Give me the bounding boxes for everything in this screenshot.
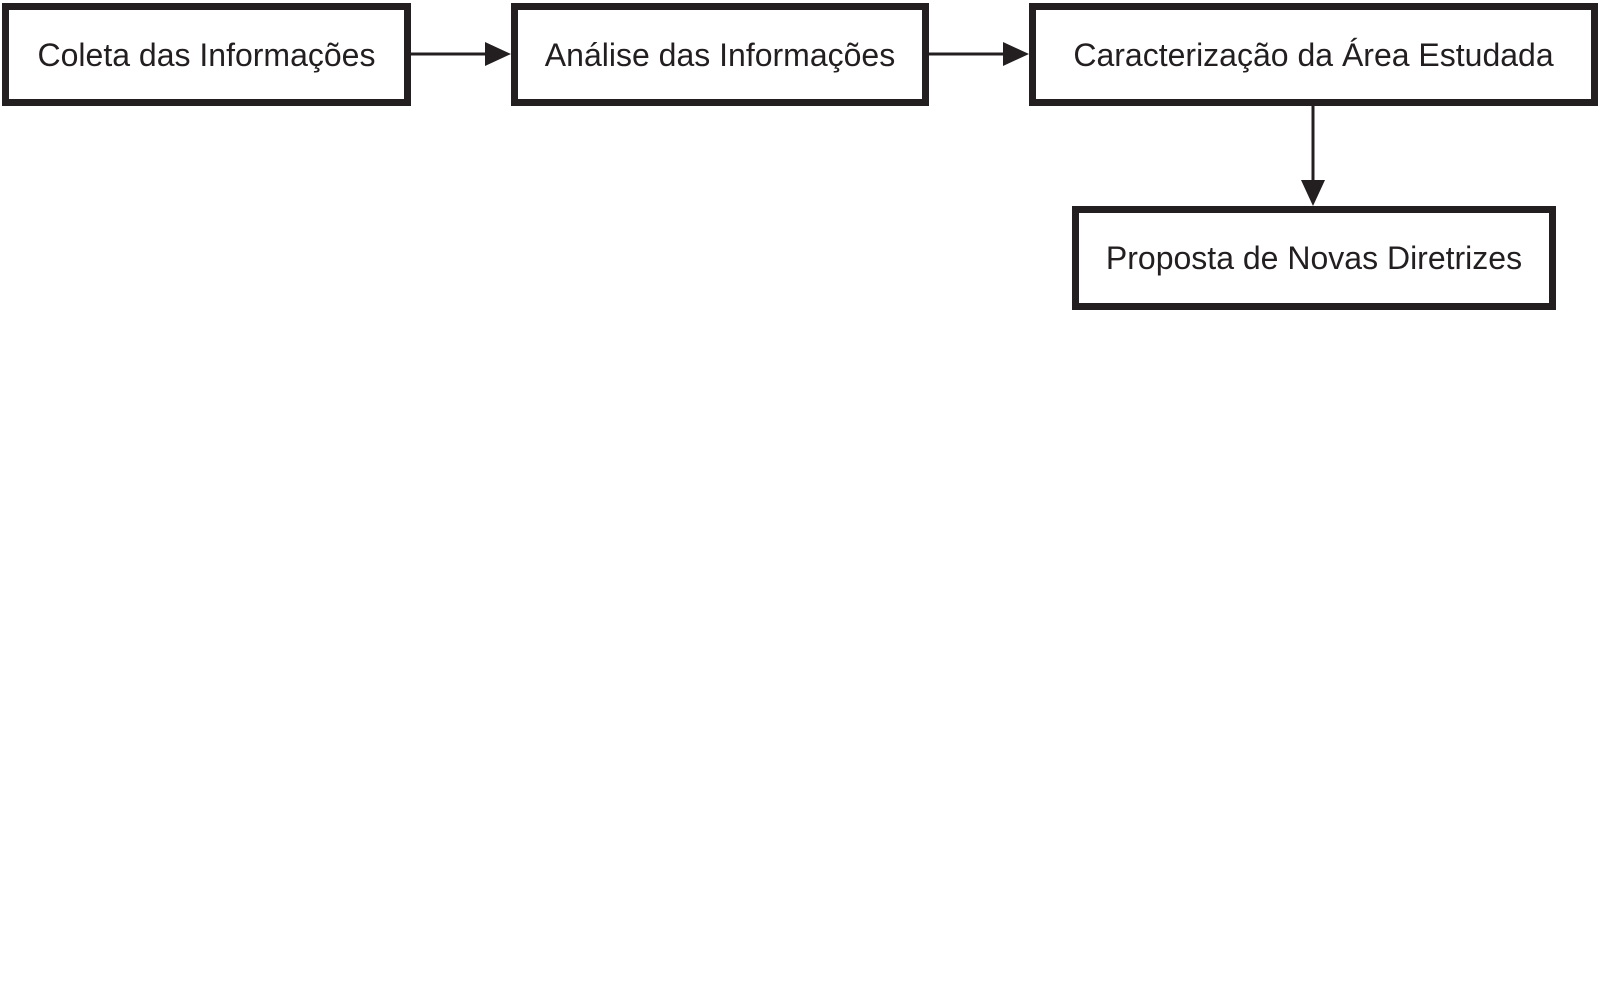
node-analise-das-informacoes: Análise das Informações — [511, 3, 929, 106]
node-caracterizacao-da-area-estudada: Caracterização da Área Estudada — [1029, 3, 1598, 106]
arrow-analise-to-caracterizacao — [929, 42, 1029, 66]
node-proposta-de-novas-diretrizes: Proposta de Novas Diretrizes — [1072, 206, 1556, 310]
node-label: Proposta de Novas Diretrizes — [1105, 240, 1523, 276]
node-label: Caracterização da Área Estudada — [1073, 36, 1554, 73]
arrow-caracterizacao-to-proposta — [1301, 106, 1325, 206]
node-coleta-das-informacoes: Coleta das Informações — [2, 3, 411, 106]
node-label: Coleta das Informações — [37, 36, 376, 73]
node-label: Análise das Informações — [544, 36, 896, 73]
arrow-coleta-to-analise — [411, 42, 511, 66]
